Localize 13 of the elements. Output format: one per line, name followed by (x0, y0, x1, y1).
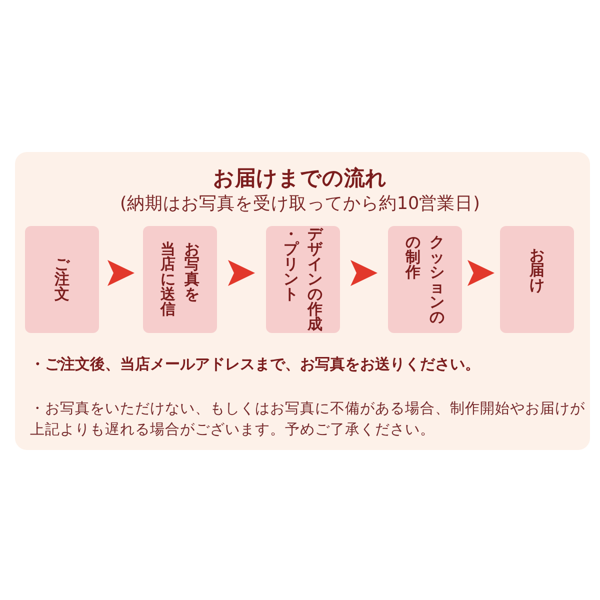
arrow (108, 260, 134, 286)
step-box: ご注文 (25, 226, 99, 333)
subtitle: (納期はお写真を受け取ってから約10営業日) (120, 193, 480, 215)
step-box: クッションのの制作 (388, 226, 462, 333)
step-box: デザインの作成・プリント (266, 226, 340, 333)
step-box: お届け (500, 226, 574, 333)
arrow (228, 260, 255, 286)
step-box: お写真を当店に送信 (143, 226, 217, 333)
title: お届けまでの流れ (213, 165, 387, 191)
note-text: ・お写真をいただけない、もしくはお写真に不備がある場合、制作開始やお届けが上記よりも遅れる場合がございます。予めご了承ください。 (30, 400, 586, 440)
arrow (468, 260, 494, 286)
arrow (350, 260, 378, 286)
note-text: ・ご注文後、当店メールアドレスまで、お写真をお送りください。 (30, 354, 481, 374)
